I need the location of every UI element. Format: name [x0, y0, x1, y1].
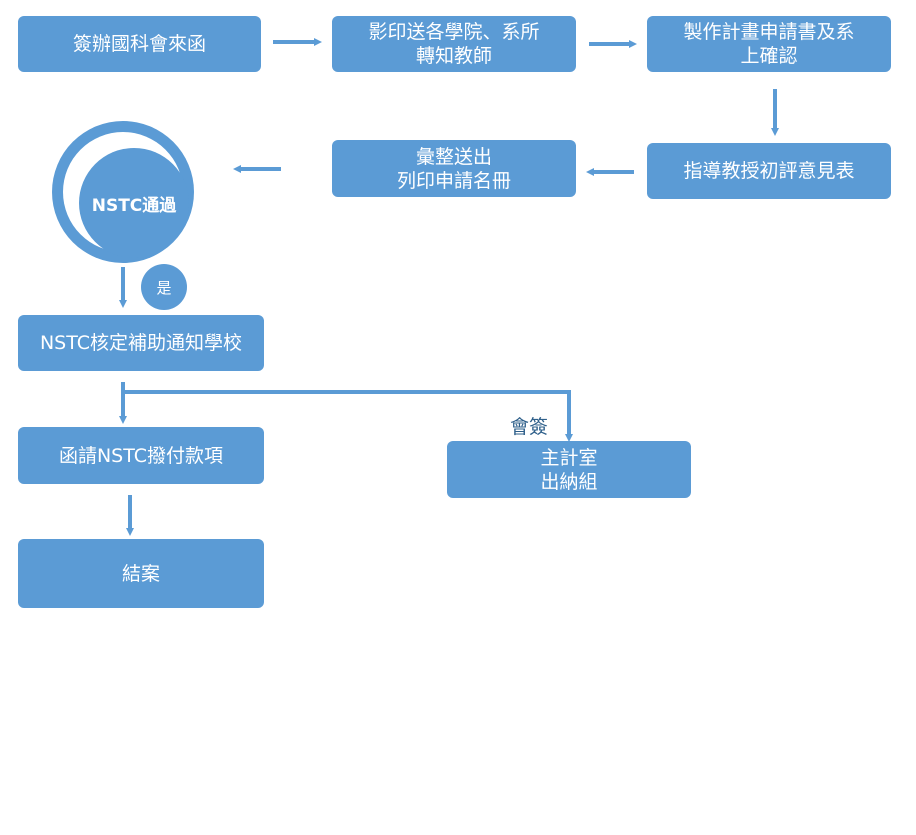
step-request-payment: 函請NSTC撥付款項: [18, 427, 264, 484]
step-accounting-cashier: 主計室 出納組: [447, 441, 691, 498]
countersign-label: 會簽: [510, 416, 549, 438]
decision-nstc-approved-text: NSTC通過: [91, 195, 177, 216]
yes-badge-text: 是: [156, 278, 172, 297]
step-prepare-plan-line2: 上確認: [740, 45, 798, 67]
step-prepare-plan-line1: 製作計畫申請書及系: [683, 21, 855, 43]
decision-core: NSTC通過: [79, 148, 189, 258]
step-request-payment-text: 函請NSTC撥付款項: [58, 444, 224, 467]
arrow-notify-to-accounting: [123, 390, 573, 442]
step-copy-to-colleges: 影印送各學院、系所 轉知教師: [332, 16, 576, 72]
step-advisor-review: 指導教授初評意見表: [647, 143, 891, 199]
decision-ring-gap: NSTC通過: [63, 132, 189, 258]
step-compile-submit-line2: 列印申請名冊: [396, 169, 511, 192]
step-copy-to-colleges-line2: 轉知教師: [415, 45, 492, 67]
decision-nstc-approved: NSTC通過: [52, 121, 194, 263]
step-compile-submit: 彙整送出 列印申請名冊: [332, 140, 576, 197]
step-nstc-notify-text: NSTC核定補助通知學校: [39, 332, 243, 354]
step-compile-submit-line1: 彙整送出: [415, 145, 492, 168]
step-accounting-line2: 出納組: [540, 470, 598, 493]
step-advisor-review-text: 指導教授初評意見表: [683, 160, 855, 182]
step-nstc-notify: NSTC核定補助通知學校: [18, 315, 264, 371]
step-accounting-line1: 主計室: [540, 446, 598, 469]
step-close-case-text: 結案: [121, 562, 160, 585]
step-sign-nstc-letter-text: 簽辦國科會來函: [72, 33, 206, 55]
step-copy-to-colleges-line1: 影印送各學院、系所: [368, 21, 540, 43]
step-sign-nstc-letter: 簽辦國科會來函: [18, 16, 261, 72]
yes-badge: 是: [141, 264, 187, 310]
step-prepare-plan: 製作計畫申請書及系 上確認: [647, 16, 891, 72]
step-close-case: 結案: [18, 539, 264, 608]
